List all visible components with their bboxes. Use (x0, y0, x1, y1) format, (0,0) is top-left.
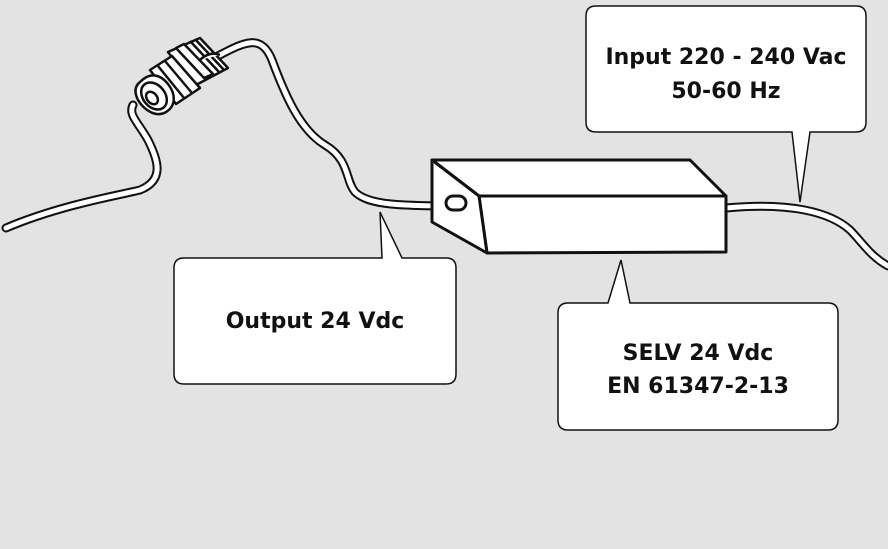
selv-callout-line1: SELV 24 Vdc (623, 341, 774, 366)
waterproof-connector (134, 36, 230, 116)
selv-callout: SELV 24 Vdc EN 61347-2-13 (557, 259, 839, 431)
output-callout: Output 24 Vdc (173, 211, 457, 385)
output-cable (1, 38, 465, 233)
input-cable (721, 201, 888, 271)
input-callout-line2: 50-60 Hz (671, 79, 780, 104)
input-callout-line1: Input 220 - 240 Vac (605, 45, 846, 70)
transformer-box (430, 158, 728, 255)
input-callout: Input 220 - 240 Vac 50-60 Hz (585, 5, 867, 203)
output-callout-line1: Output 24 Vdc (226, 309, 405, 334)
selv-callout-line2: EN 61347-2-13 (607, 374, 789, 399)
